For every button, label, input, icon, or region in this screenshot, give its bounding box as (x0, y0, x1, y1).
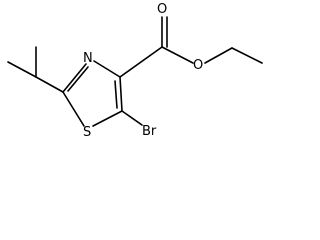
ring-c4-c5-double-bond (114, 80, 118, 109)
ring-bromine-bond (121, 110, 143, 126)
ester-oxygen-bond (161, 46, 194, 64)
molecule-structure-diagram: N S Br O O (7, 0, 263, 140)
carbonyl-oxygen-atom-label: O (157, 2, 167, 17)
bromine-label-knockout (141, 123, 163, 139)
isopropyl-left-bond (7, 61, 37, 78)
ring-c5-s-bond (92, 110, 123, 127)
ester-carbon-bond (119, 46, 163, 78)
ester-oxygen-label-knockout (191, 57, 205, 73)
ethyl-second-bond (231, 47, 263, 64)
ring-c4-c5-bond (119, 76, 123, 112)
ring-c2-n-bond (62, 63, 87, 93)
ring-n-c4-bond (93, 60, 121, 78)
bromine-atom-label: Br (142, 124, 157, 139)
nitrogen-label-knockout (80, 50, 96, 66)
ring-s-c2-bond (62, 91, 85, 127)
molecule-canvas: N S Br O O (7, 0, 263, 140)
ethyl-first-bond (204, 47, 233, 64)
sulfur-atom-label: S (83, 125, 91, 140)
nitrogen-atom-label: N (83, 51, 93, 66)
sulfur-label-knockout (80, 124, 94, 140)
isopropyl-to-ring-bond (35, 76, 64, 93)
carbonyl-oxygen-label-knockout (155, 0, 169, 16)
ester-oxygen-atom-label: O (193, 58, 203, 73)
ring-c2-n-double-bond (67, 66, 89, 92)
